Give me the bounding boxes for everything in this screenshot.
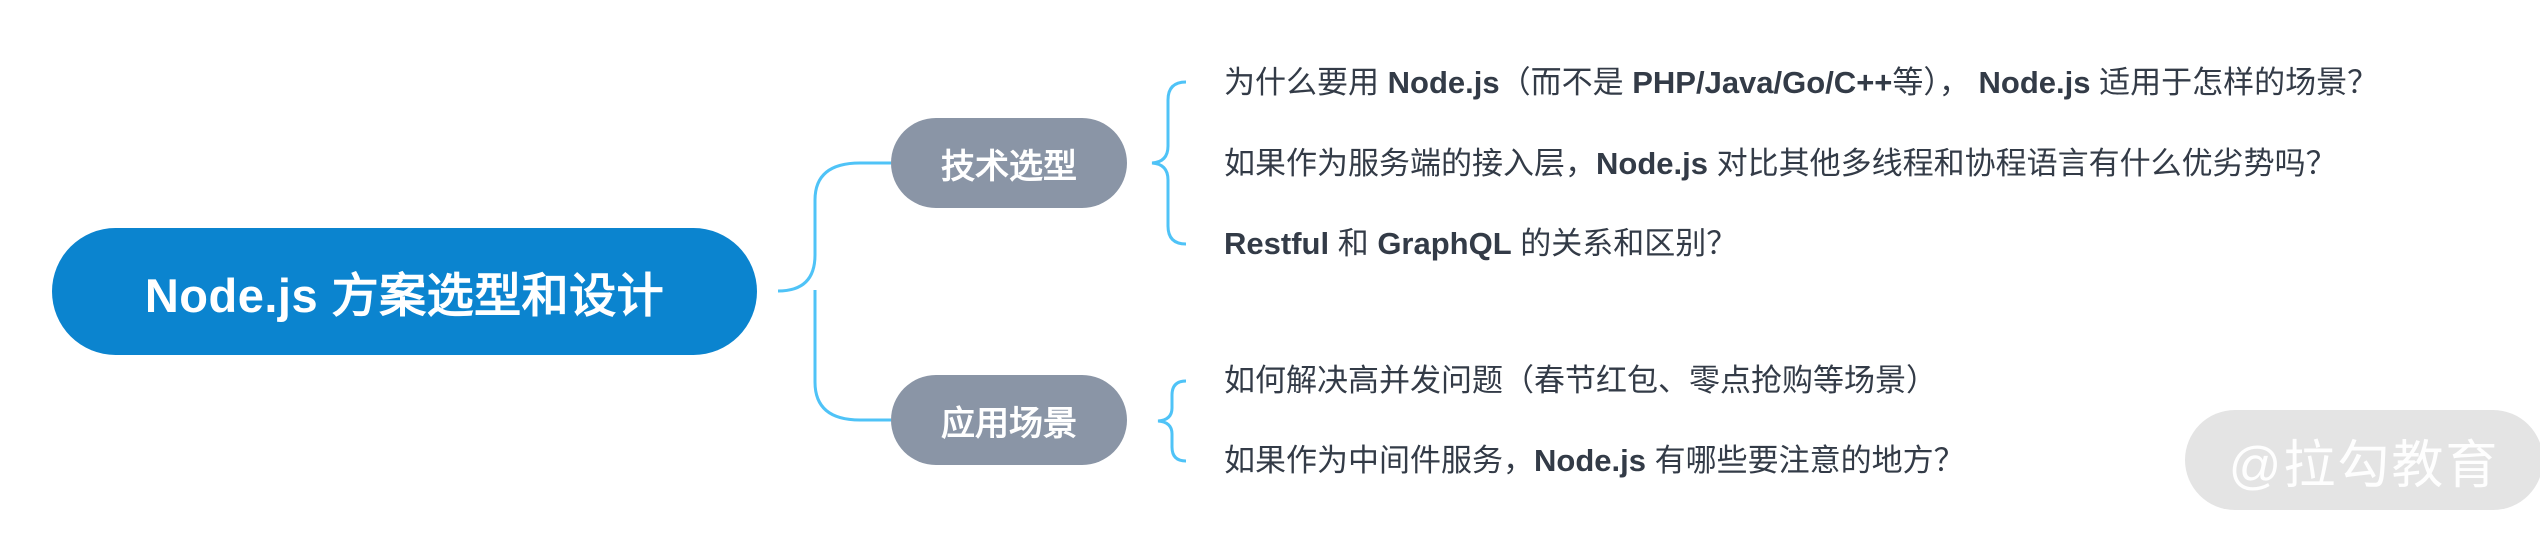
branch-node-label: 技术选型: [941, 147, 1077, 186]
leaf-text-part: Restful: [1224, 226, 1330, 261]
leaf-text-part: Node.js: [1596, 146, 1708, 181]
leaf-middleware-notes[interactable]: 如果作为中间件服务，Node.js 有哪些要注意的地方？: [1224, 441, 1965, 481]
branch-node-tech-selection[interactable]: 技术选型: [891, 118, 1127, 208]
leaf-restful-graphql[interactable]: Restful 和 GraphQL 的关系和区别？: [1224, 224, 1737, 264]
root-node[interactable]: Node.js 方案选型和设计: [52, 228, 757, 355]
leaf-text-part: Node.js: [1978, 65, 2091, 100]
leaf-text-part: PHP/Java/Go/C++: [1632, 65, 1893, 100]
leaf-text-part: （而不是: [1499, 65, 1633, 100]
leaf-why-nodejs[interactable]: 为什么要用 Node.js（而不是 PHP/Java/Go/C++等）， Nod…: [1224, 63, 2378, 103]
root-brace-connector: [777, 161, 891, 422]
leaf-text-part: 为什么要用: [1224, 65, 1388, 100]
tech-brace-connector: [1151, 80, 1187, 246]
leaf-text-part: 如果作为中间件服务，: [1224, 443, 1534, 478]
leaf-text-part: 如何解决高并发问题（春节红包、零点抢购等场景）: [1224, 363, 1937, 398]
watermark-badge: @拉勾教育: [2185, 410, 2540, 510]
leaf-text-part: 的关系和区别？: [1511, 226, 1738, 261]
leaf-text-part: 和: [1329, 226, 1378, 261]
branch-node-label: 应用场景: [941, 404, 1077, 443]
leaf-text-part: 如果作为服务端的接入层，: [1224, 146, 1596, 181]
leaf-text-part: Node.js: [1387, 65, 1500, 100]
leaf-high-concurrency[interactable]: 如何解决高并发问题（春节红包、零点抢购等场景）: [1224, 361, 1937, 401]
watermark-label: @拉勾教育: [2228, 436, 2500, 495]
leaf-text-part: GraphQL: [1377, 226, 1512, 261]
leaf-text-part: Node.js: [1534, 443, 1646, 478]
leaf-text-part: 适用于怎样的场景？: [2090, 65, 2379, 100]
leaf-text-part: 对比其他多线程和协程语言有什么优劣势吗？: [1707, 146, 2337, 181]
branch-node-application-scenarios[interactable]: 应用场景: [891, 375, 1127, 465]
leaf-text-part: 有哪些要注意的地方？: [1645, 443, 1965, 478]
leaf-text-part: 等），: [1892, 65, 1979, 100]
root-node-label: Node.js 方案选型和设计: [144, 269, 665, 322]
app-brace-connector: [1157, 379, 1187, 463]
leaf-access-layer-comparison[interactable]: 如果作为服务端的接入层，Node.js 对比其他多线程和协程语言有什么优劣势吗？: [1224, 144, 2337, 184]
